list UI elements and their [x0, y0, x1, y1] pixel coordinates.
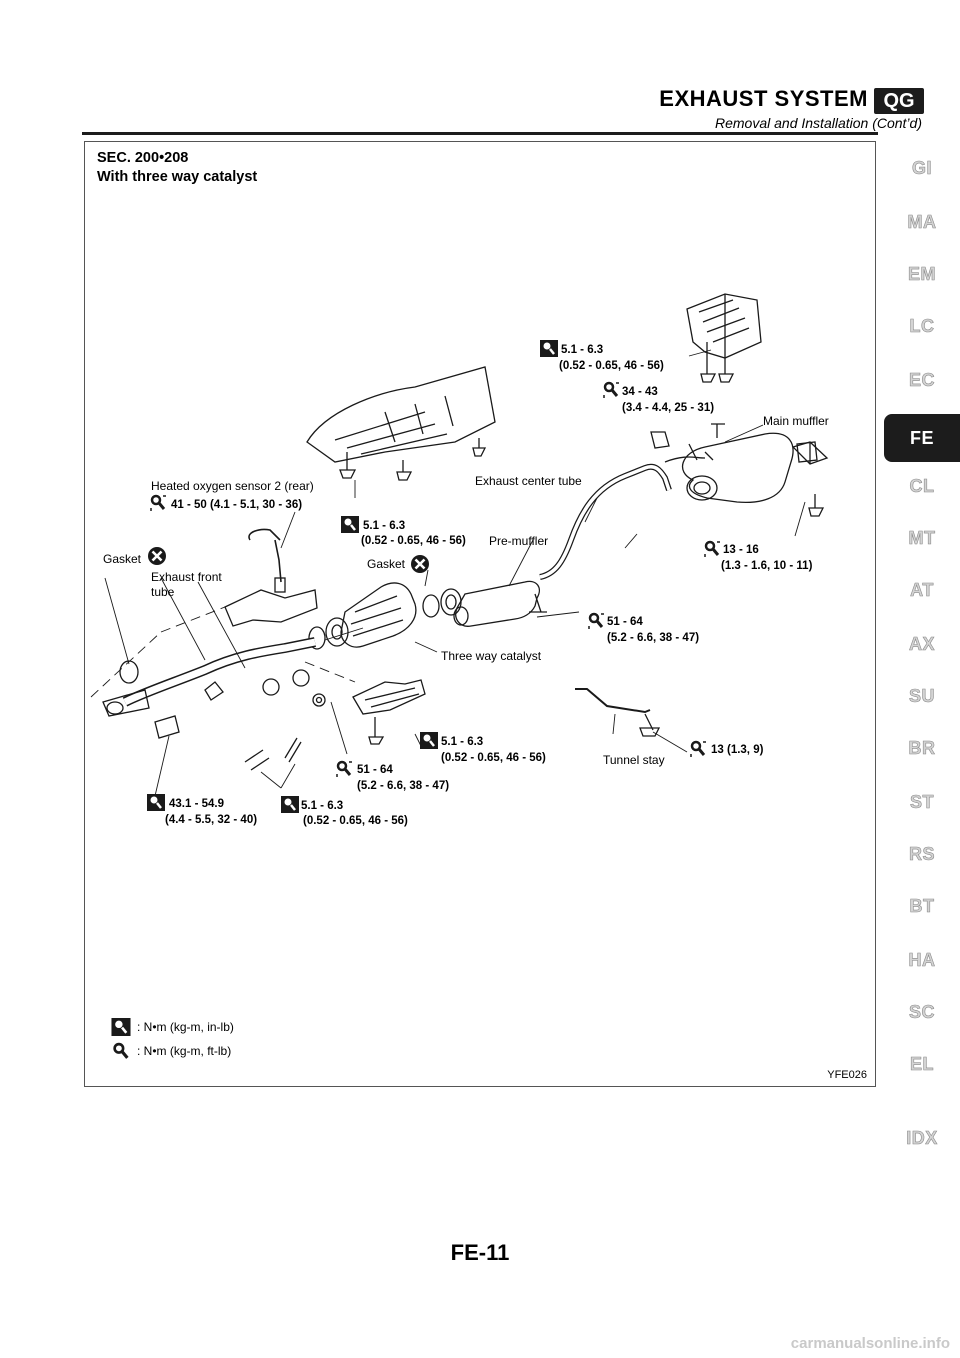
tab-mt[interactable]: MT: [908, 528, 936, 549]
tab-lc[interactable]: LC: [909, 316, 935, 337]
page-title: EXHAUST SYSTEM: [659, 86, 868, 111]
page-subtitle: Removal and Installation (Cont’d): [715, 115, 922, 131]
torque-value: (3.4 - 4.4, 25 - 31): [622, 402, 714, 414]
tab-ec[interactable]: EC: [908, 370, 935, 391]
gasket-ring-1: [422, 594, 440, 618]
tunnel-stay: [575, 688, 651, 714]
exhaust-system-diagram: Main muffler Exhaust center tube Pre-muf…: [90, 293, 829, 827]
label-exhaust-front-tube-2: tube: [151, 585, 175, 599]
legend-ftlb-text: : N•m (kg-m, ft-lb): [137, 1044, 232, 1058]
pre-muffler: [455, 580, 540, 627]
torque-inlb-icon: [145, 792, 167, 813]
engine-badge: QG: [874, 88, 924, 114]
torque-value: 5.1 - 6.3: [441, 736, 483, 748]
legend-inlb-text: : N•m (kg-m, in-lb): [137, 1020, 234, 1034]
torque-ftlb-icon: [149, 494, 168, 513]
tab-ha[interactable]: HA: [908, 950, 936, 971]
tab-bt[interactable]: BT: [909, 896, 935, 917]
torque-inlb-icon: [538, 338, 560, 359]
torque-value: (0.52 - 0.65, 46 - 56): [303, 815, 408, 827]
legend-ftlb: : N•m (kg-m, ft-lb): [111, 1042, 231, 1060]
center-heat-shield: [306, 366, 496, 463]
torque-value: 5.1 - 6.3: [363, 520, 405, 532]
torque-ftlb-icon: [335, 760, 354, 779]
torque-value: (1.3 - 1.6, 10 - 11): [721, 560, 813, 572]
torque-ftlb-icon: [703, 540, 722, 559]
tab-st[interactable]: ST: [909, 792, 934, 813]
muffler-bracket: [791, 441, 829, 465]
tab-ma[interactable]: MA: [907, 212, 937, 233]
torque-inlb-icon: [418, 730, 440, 751]
label-main-muffler: Main muffler: [763, 414, 829, 428]
torque-value: (0.52 - 0.65, 46 - 56): [559, 360, 664, 372]
label-pre-muffler: Pre-muffler: [489, 534, 548, 548]
torque-value: 51 - 64: [357, 764, 393, 776]
torque-value: 51 - 64: [607, 616, 643, 628]
torque-value: 34 - 43: [622, 386, 658, 398]
label-exhaust-center-tube: Exhaust center tube: [475, 474, 582, 488]
torque-value: 41 - 50 (4.1 - 5.1, 30 - 36): [171, 499, 302, 511]
do-not-reuse-icon: [146, 545, 168, 567]
header-rule: [82, 132, 878, 135]
page-header: EXHAUST SYSTEM QG Removal and Installati…: [0, 78, 960, 138]
torque-inlb-icon: [279, 794, 301, 815]
label-three-way-catalyst: Three way catalyst: [441, 649, 542, 663]
exhaust-diagram-figure: SEC. 200•208 With three way catalyst: [84, 141, 876, 1087]
torque-ftlb-icon: [113, 1042, 129, 1059]
tab-rs[interactable]: RS: [908, 844, 935, 865]
tab-gi[interactable]: GI: [911, 158, 932, 179]
torque-value: 43.1 - 54.9: [169, 798, 224, 810]
tab-fe[interactable]: FE: [884, 414, 960, 462]
tab-el[interactable]: EL: [909, 1054, 934, 1075]
three-way-catalyst: [340, 582, 417, 648]
torque-ftlb-icon: [602, 381, 621, 400]
torque-value: (5.2 - 6.6, 38 - 47): [357, 780, 449, 792]
gasket-ring-front: [119, 660, 139, 684]
torque-value: 13 (1.3, 9): [711, 744, 764, 756]
torque-value: 5.1 - 6.3: [561, 344, 603, 356]
page-number: FE-11: [450, 1240, 510, 1265]
label-tunnel-stay: Tunnel stay: [603, 753, 665, 767]
tab-sc[interactable]: SC: [908, 1002, 935, 1023]
torque-value: 13 - 16: [723, 544, 759, 556]
label-heated-oxygen-sensor: Heated oxygen sensor 2 (rear): [151, 479, 314, 493]
torque-value: (4.4 - 5.5, 32 - 40): [165, 814, 257, 826]
tab-em[interactable]: EM: [908, 264, 936, 285]
torque-ftlb-icon: [587, 612, 606, 631]
label-gasket-right: Gasket: [367, 557, 406, 571]
do-not-reuse-icon: [409, 553, 431, 575]
torque-ftlb-icon: [689, 740, 708, 759]
torque-value: (0.52 - 0.65, 46 - 56): [361, 535, 466, 547]
tab-su[interactable]: SU: [908, 686, 935, 707]
section-number: SEC. 200•208: [97, 150, 189, 166]
gasket-ring-2: [440, 588, 462, 616]
tab-br[interactable]: BR: [908, 738, 936, 759]
tab-idx[interactable]: IDX: [906, 1128, 938, 1149]
tab-ax[interactable]: AX: [908, 634, 935, 655]
main-muffler: [682, 432, 794, 504]
legend-inlb: : N•m (kg-m, in-lb): [111, 1018, 234, 1036]
torque-value: (5.2 - 6.6, 38 - 47): [607, 632, 699, 644]
watermark: carmanualsonline.info: [790, 1335, 950, 1352]
torque-value: 5.1 - 6.3: [301, 800, 343, 812]
section-index-tabs: GI MA EM LC EC FE CL MT AT AX SU BR ST R…: [884, 158, 960, 1158]
label-exhaust-front-tube: Exhaust front: [151, 570, 222, 584]
torque-value: (0.52 - 0.65, 46 - 56): [441, 752, 546, 764]
tab-cl[interactable]: CL: [909, 476, 935, 497]
figure-subtitle: With three way catalyst: [97, 169, 258, 185]
rear-heat-shield: [686, 293, 762, 359]
heated-oxygen-sensor: [248, 528, 282, 583]
torque-inlb-icon: [111, 1018, 131, 1036]
label-gasket-left: Gasket: [103, 552, 142, 566]
torque-inlb-icon: [339, 514, 361, 535]
front-heat-shield: [352, 679, 426, 715]
figure-code: YFE026: [827, 1069, 867, 1081]
tab-at[interactable]: AT: [910, 580, 934, 601]
